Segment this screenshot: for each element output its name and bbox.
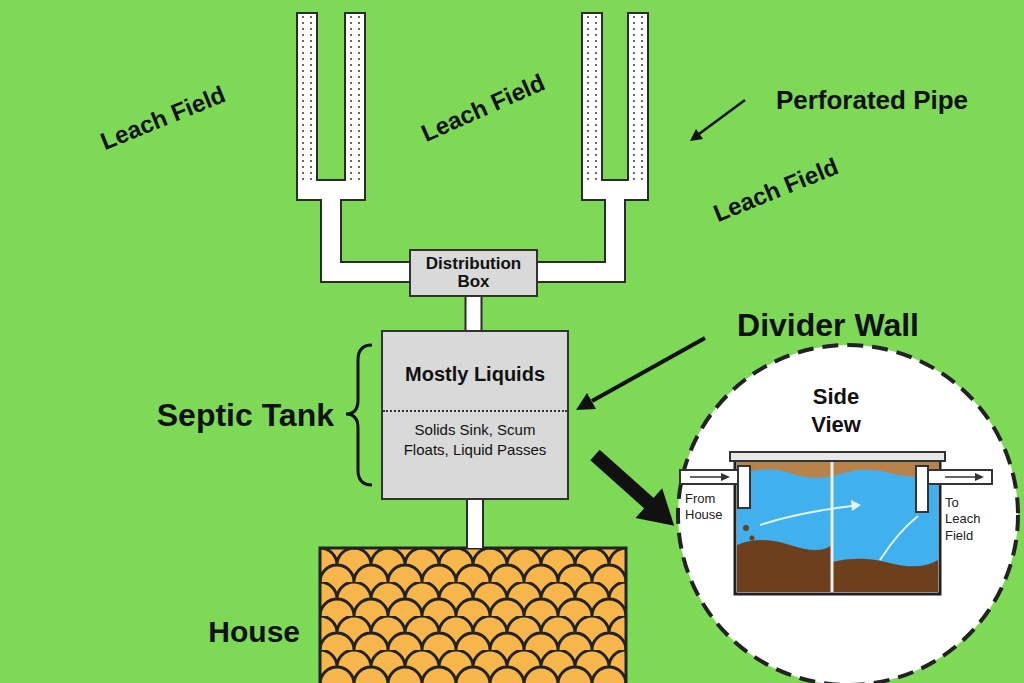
node-heading: Side View	[791, 383, 881, 438]
house-roof	[320, 548, 626, 683]
leader-line	[699, 100, 745, 134]
pipe-outline	[466, 500, 484, 548]
house-node: House	[320, 548, 626, 683]
pipe-outline	[538, 23, 638, 272]
particle	[743, 525, 749, 531]
perforation-row	[310, 16, 312, 184]
pipe-fill	[467, 297, 481, 330]
part-label: Perforated Pipe	[776, 85, 968, 116]
arrow-head	[576, 393, 596, 410]
outlet-tee	[916, 466, 928, 512]
pipe-arrow-head	[721, 473, 730, 481]
zone-label: Mostly Liquids	[383, 362, 567, 386]
sludge	[832, 559, 938, 592]
septic-tank-box: Septic TankMostly LiquidsSolids Sink, Sc…	[381, 330, 569, 500]
water	[737, 466, 938, 592]
zone-label: Solids Sink, Scum Floats, Liquid Passes	[391, 420, 559, 459]
tank-lid	[730, 452, 945, 461]
node-heading: House	[208, 615, 300, 649]
pipe-outline	[307, 23, 409, 272]
perforation-row	[350, 16, 352, 184]
outlet-pipe	[922, 470, 992, 484]
inlet-tee	[738, 466, 750, 508]
scum	[737, 462, 938, 478]
pipe-connector	[475, 500, 476, 548]
divider-wall	[831, 461, 834, 592]
pipe-label: To Leach Field	[945, 495, 997, 544]
perforation-row	[587, 16, 589, 184]
tank-wall	[735, 460, 940, 594]
perforations	[303, 16, 642, 184]
perforation-row	[302, 16, 304, 184]
inlet-pipe	[680, 470, 744, 484]
leader-line	[592, 338, 705, 401]
pipe-outline	[465, 297, 483, 330]
leach-field-label: Leach Field	[97, 80, 230, 155]
side-view-circle	[678, 345, 1018, 683]
perforation-row	[358, 16, 360, 184]
node-heading: Septic Tank	[157, 397, 334, 434]
divider-wall-arrow	[576, 338, 705, 410]
sludge	[737, 540, 832, 592]
perforation-row	[633, 16, 635, 184]
pipe-arrow-head	[975, 473, 984, 481]
box-label: Distribution Box	[417, 255, 530, 291]
pipe-connector	[473, 297, 474, 330]
perforation-row	[641, 16, 643, 184]
brace	[346, 345, 372, 485]
leach-field-label: Leach Field	[710, 152, 843, 227]
part-label: Divider Wall	[737, 307, 919, 344]
leach-field-label: Leach Field	[417, 68, 549, 147]
pipe-arrow	[945, 476, 976, 478]
flow-line	[760, 506, 852, 525]
leach-field-pipes	[307, 23, 638, 272]
pipe-label: From House	[685, 491, 735, 522]
flow-line	[880, 516, 918, 560]
perforation-row	[595, 16, 597, 184]
zone-divider: Solids Sink, Scum Floats, Liquid Passes	[383, 410, 567, 469]
particle	[750, 536, 755, 541]
pipe-fill	[538, 23, 638, 272]
arrow-shaft	[595, 455, 652, 506]
arrow-head	[635, 488, 674, 526]
arrow-head	[690, 129, 703, 141]
flow-head	[851, 500, 861, 511]
pipe-arrow	[690, 476, 722, 478]
distribution-box: Distribution Box	[409, 249, 538, 297]
pipe-fill	[307, 23, 409, 272]
perforated-pipe-arrow	[690, 100, 745, 141]
side-view-node: Side ViewFrom House To Leach Field	[678, 345, 1018, 683]
flow-arrow	[595, 455, 674, 526]
pipe-fill	[468, 500, 482, 548]
